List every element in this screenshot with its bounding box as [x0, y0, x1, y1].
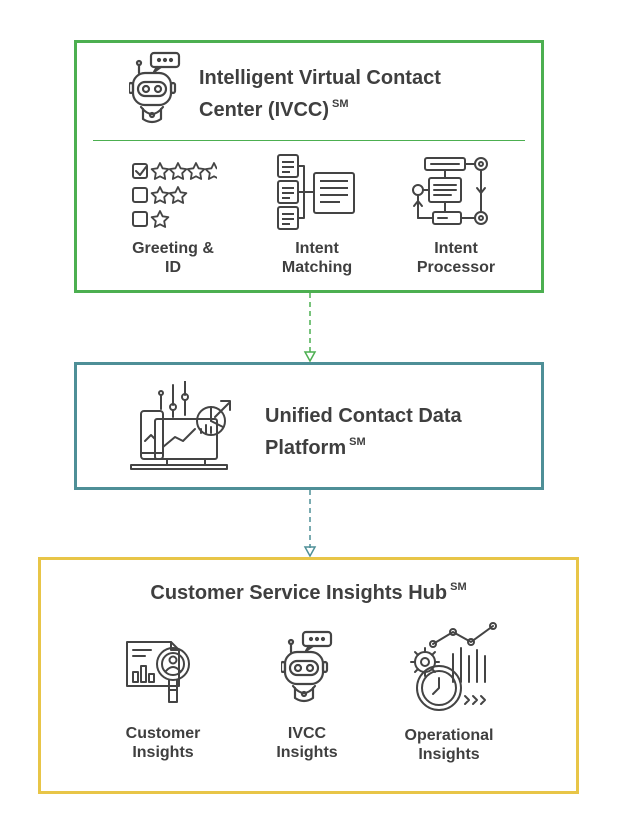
intent-processor-label: Intent Processor [416, 240, 496, 276]
operational-insights-label: Operational Insights [404, 727, 494, 763]
ivcc-title-line1: Intelligent Virtual Contact [199, 67, 441, 89]
service-mark: SM [450, 581, 467, 593]
service-mark: SM [332, 98, 349, 110]
rating-checklist-icon [132, 162, 217, 228]
ivcc-divider [93, 140, 525, 141]
flowchart-process-icon [412, 157, 488, 225]
greeting-id-label: Greeting & ID [132, 240, 214, 276]
robot-chat-icon [129, 51, 181, 124]
ivcc-box: Intelligent Virtual Contact Center (IVCC… [74, 40, 544, 293]
intent-matching-label: Intent Matching [281, 240, 353, 276]
robot-chat-icon [281, 630, 333, 703]
ivcc-title: Intelligent Virtual Contact Center (IVCC… [199, 65, 529, 123]
connector-ivcc-to-ucdp [303, 293, 317, 362]
ivcc-insights-label: IVCC Insights [276, 725, 338, 761]
document-matching-icon [277, 154, 355, 230]
connector-ucdp-to-hub [303, 490, 317, 557]
ucdp-title-line2: Platform [265, 437, 347, 459]
analytics-devices-icon [130, 381, 231, 470]
ucdp-title-line1: Unified Contact Data [265, 405, 462, 427]
gear-clock-chart-icon [410, 622, 497, 711]
ivcc-title-line2: Center (IVCC) [199, 99, 330, 121]
customer-search-report-icon [126, 641, 190, 703]
service-mark: SM [349, 436, 366, 448]
customer-insights-label: Customer Insights [125, 725, 201, 761]
